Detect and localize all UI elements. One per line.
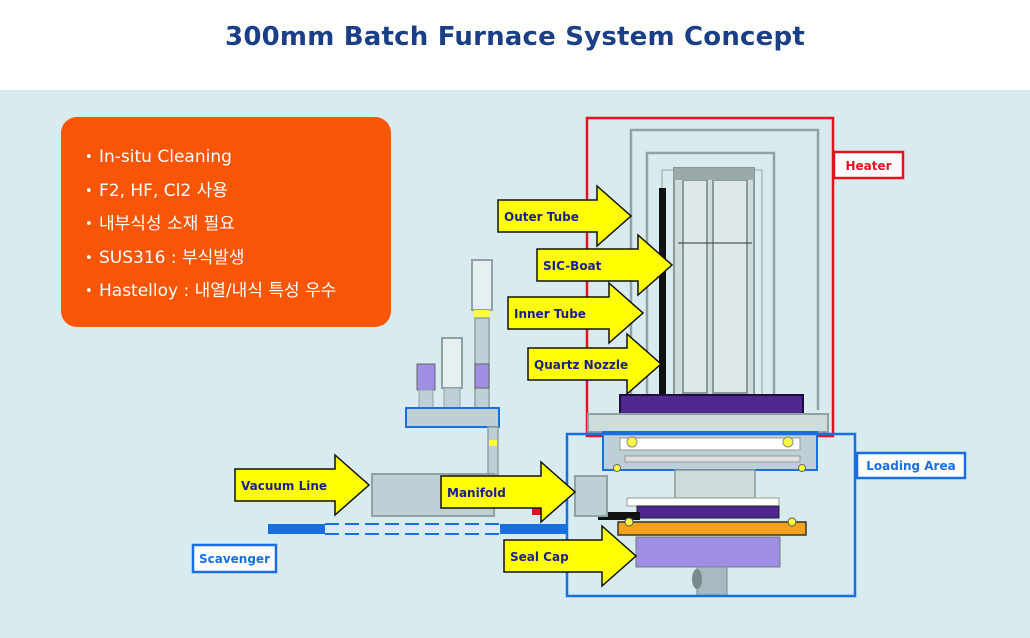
vacuum-line-arrow: Vacuum Line [234, 453, 371, 517]
bullet-icon: • [85, 284, 93, 299]
heater-label: Heater [845, 159, 891, 173]
note-text: F2, HF, Cl2 사용 [99, 180, 228, 201]
outer-tube-label: Outer Tube [504, 210, 579, 224]
note-text: Hastelloy : 내열/내식 특성 우수 [99, 281, 337, 301]
quartz-nozzle-arrow: Quartz Nozzle [527, 332, 663, 396]
note-item: • In-situ Cleaning [85, 141, 391, 175]
seal-cap-arrow: Seal Cap [503, 524, 638, 588]
note-item: • F2, HF, Cl2 사용 [85, 175, 391, 209]
scavenger-label: Scavenger [199, 552, 270, 566]
lower-boat-base [636, 505, 780, 519]
inner-tube-arrow: Inner Tube [507, 281, 645, 345]
heater-label-box [832, 150, 905, 180]
boat-plate [626, 497, 780, 507]
bullet-icon: • [85, 250, 93, 266]
bullet-icon: • [85, 150, 93, 165]
note-item: • Hastelloy : 내열/내식 특성 우수 [85, 275, 391, 309]
exhaust-flange [532, 505, 544, 515]
manifold-label: Manifold [447, 486, 506, 500]
inner-tube-label: Inner Tube [514, 307, 586, 321]
loading-area-label-box [855, 451, 967, 480]
note-item: • SUS316 : 부식발생 [85, 242, 391, 276]
nozzle-foot [598, 512, 640, 520]
exhaust-port [574, 475, 608, 517]
note-item: • 내부식성 소재 필요 [85, 208, 391, 242]
gas-valve-assembly [405, 259, 500, 476]
loading-area-frame [565, 432, 857, 598]
sic-boat-shape [673, 167, 755, 396]
note-text: SUS316 : 부식발생 [99, 247, 245, 268]
seal-cap-label: Seal Cap [510, 550, 569, 564]
bullet-icon: • [85, 183, 93, 199]
loading-area-label: Loading Area [866, 459, 955, 473]
scavenger-label-box [191, 543, 278, 574]
seal-cap-shape [617, 521, 807, 536]
bullet-icon: • [85, 217, 93, 232]
scavenger-pipe-start [268, 524, 325, 534]
note-text: 내부식성 소재 필요 [99, 214, 235, 234]
manifold-shape [602, 431, 818, 472]
manifold-arrow: Manifold [440, 460, 577, 524]
boat-base [619, 394, 804, 415]
shaft-port [692, 569, 702, 589]
pedestal [635, 536, 781, 568]
quartz-nozzle-label: Quartz Nozzle [534, 358, 628, 372]
note-text: In-situ Cleaning [99, 147, 232, 167]
outer-tube-arrow: Outer Tube [497, 184, 633, 248]
sic-boat-arrow: SIC-Boat [536, 233, 674, 297]
quartz-nozzle-shape [659, 188, 666, 443]
scavenger-pipe-end [500, 524, 567, 534]
vacuum-line-label: Vacuum Line [241, 479, 327, 493]
sic-boat-label: SIC-Boat [543, 259, 602, 273]
page-title: 300mm Batch Furnace System Concept [225, 22, 805, 52]
lower-boat [674, 469, 756, 499]
notes-box: • In-situ Cleaning • F2, HF, Cl2 사용 • 내부식성 … [61, 117, 391, 327]
heater-flange [587, 413, 829, 433]
